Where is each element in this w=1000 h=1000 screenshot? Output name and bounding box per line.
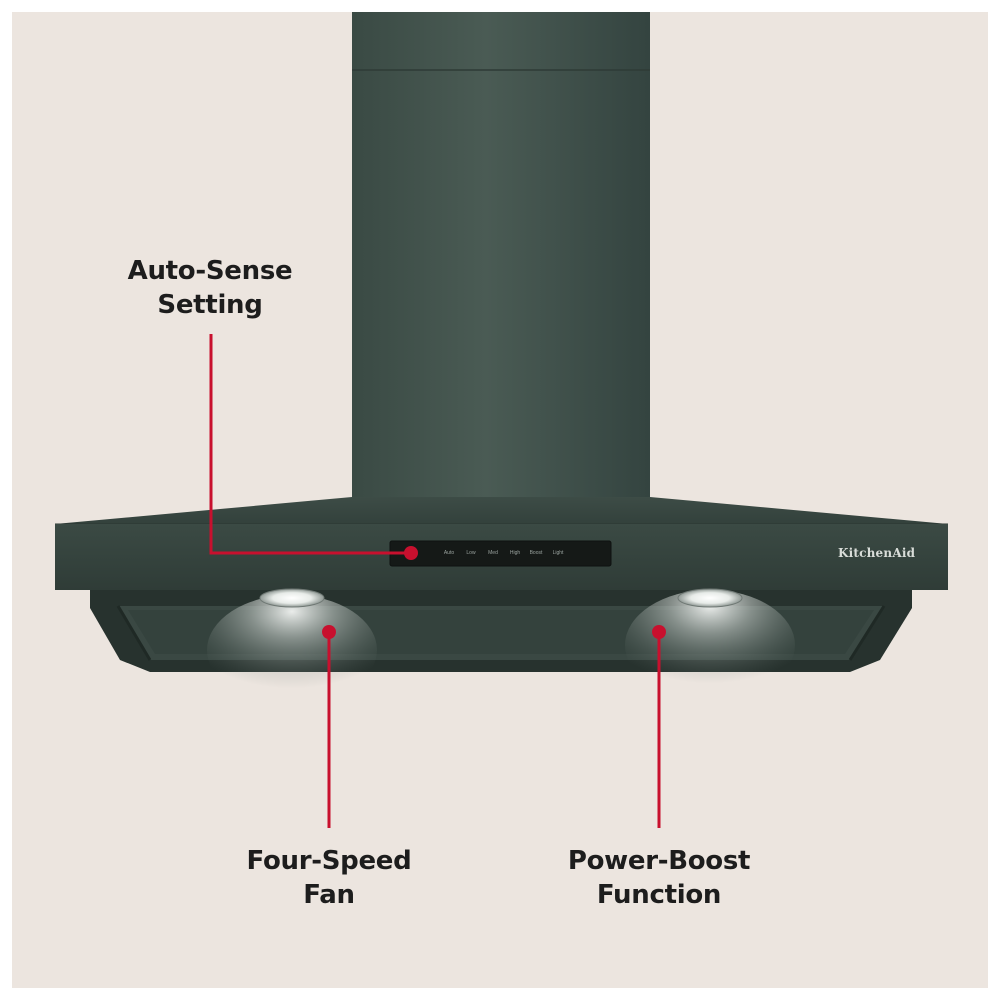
control-label-low[interactable]: Low — [466, 550, 476, 556]
four-speed-callout-dot — [322, 625, 336, 639]
right-light-icon — [677, 588, 743, 608]
four-speed-label: Four-Speed Fan — [219, 844, 439, 912]
hood-chimney — [352, 12, 650, 500]
control-label-auto[interactable]: Auto — [443, 550, 455, 556]
left-light-icon — [259, 588, 325, 608]
control-label-med[interactable]: Med — [488, 550, 498, 556]
right-light-glow — [625, 590, 795, 700]
auto-sense-label-line2: Setting — [157, 290, 263, 320]
auto-sense-callout-dot — [404, 546, 418, 560]
range-hood-illustration — [55, 12, 948, 828]
power-boost-label: Power-Boost Function — [539, 844, 779, 912]
auto-sense-callout-line — [209, 334, 410, 555]
hood-canopy — [55, 497, 948, 524]
control-label-light[interactable]: Light — [552, 550, 564, 556]
power-boost-label-line2: Function — [596, 880, 722, 910]
left-light-glow — [207, 595, 377, 705]
four-speed-label-line1: Four-Speed — [246, 846, 412, 876]
power-boost-callout-dot — [652, 625, 666, 639]
product-image: Auto Low Med High Boost Light KitchenAid… — [12, 12, 988, 988]
control-label-boost[interactable]: Boost — [529, 550, 543, 556]
brand-logo: KitchenAid — [838, 546, 916, 560]
auto-sense-label: Auto-Sense Setting — [110, 254, 310, 322]
four-speed-label-line2: Fan — [303, 880, 355, 910]
auto-sense-label-line1: Auto-Sense — [127, 256, 293, 286]
callout-lines — [209, 334, 661, 828]
power-boost-label-line1: Power-Boost — [567, 846, 751, 876]
control-label-high[interactable]: High — [509, 550, 521, 556]
